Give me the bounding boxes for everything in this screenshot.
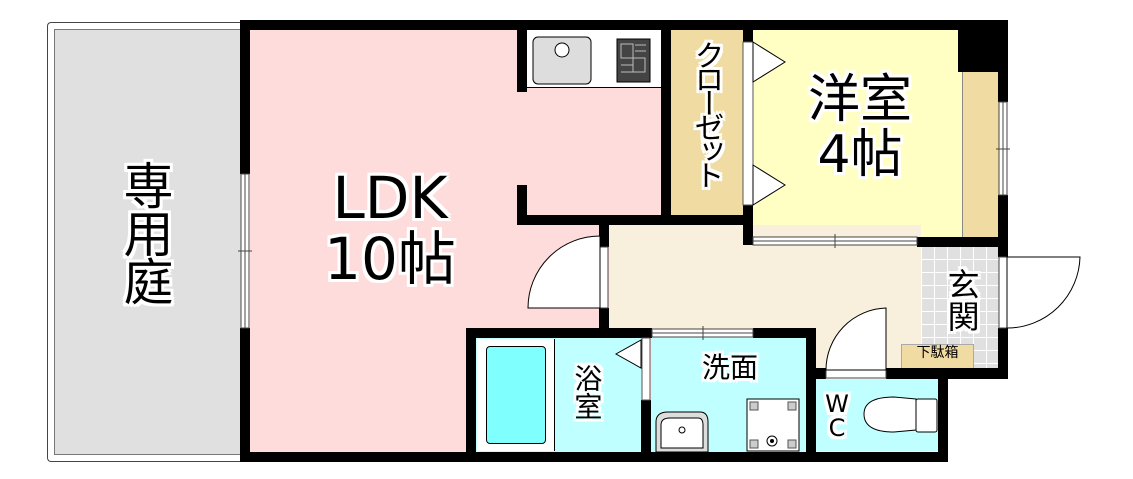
bathroom-folding-door [614, 337, 651, 401]
stove-icon [616, 38, 651, 83]
washbasin-icon [655, 411, 709, 453]
wall-wash-right [806, 328, 816, 462]
wall-right-mid [998, 195, 1008, 257]
western-window [996, 101, 1010, 196]
toilet-label-c: C [828, 414, 846, 442]
entrance-door [998, 256, 1081, 329]
ldk-door [527, 235, 609, 309]
bathroom-label: 浴室 [570, 364, 604, 420]
ldk-label-size: 10帖 [324, 224, 456, 293]
wall-closet-right-bottom [743, 205, 753, 245]
bathtub [486, 346, 546, 444]
wall-ldk-left-bottom [240, 328, 250, 462]
wall-closet-left [661, 20, 671, 225]
ldk-label-type: LDK [332, 164, 448, 232]
ldk-label: LDK 10帖 [300, 168, 480, 290]
wall-wash-top-right [753, 328, 816, 338]
wall-western-bottom [917, 237, 1008, 247]
ldk-window [238, 173, 252, 329]
shoe-box [901, 344, 974, 370]
wall-top [240, 20, 1008, 30]
wall-hall-left-top [599, 225, 609, 247]
wc-door [825, 307, 887, 379]
garden-room [54, 29, 244, 213]
wall-ldk-left-top [240, 20, 250, 174]
wall-bath-wash-divider [641, 400, 651, 462]
garden-outline-bottom [47, 215, 247, 462]
wall-bath-top [466, 328, 652, 338]
wall-kitchen-left-top [517, 20, 527, 92]
wall-wc-right [938, 368, 948, 462]
western-room-closet [962, 72, 999, 237]
shoe-box-label: 下駄箱 [916, 345, 959, 361]
wall-bottom [240, 452, 948, 462]
wall-kitchen-left-bottom [517, 185, 527, 225]
wall-wc-top [806, 368, 826, 379]
western-room [752, 30, 962, 237]
western-sliding-door [752, 234, 918, 248]
garden-label: 専用庭 [115, 160, 174, 304]
garden-outline [47, 22, 247, 221]
toilet-label-w: W [825, 390, 849, 418]
toilet-icon [863, 396, 938, 433]
closet-folding-doors [742, 41, 786, 206]
kitchen-sink-icon [532, 36, 592, 85]
washroom-label: 洗面 [701, 351, 758, 384]
wall-kitchen-bottom [517, 215, 752, 225]
western-room-label: 洋室 4帖 [790, 73, 930, 182]
western-room-label-size: 4帖 [817, 124, 903, 185]
toilet-label: W C [822, 392, 852, 440]
entrance-label: 玄関 [942, 268, 981, 332]
washing-machine-pan-icon [746, 398, 800, 452]
closet-label: クローゼット [688, 40, 724, 184]
wall-hall-left-bottom [599, 308, 609, 338]
wall-closet-right [743, 20, 753, 42]
wall-bath-left [466, 328, 476, 462]
garden-room-lower [54, 212, 244, 455]
wall-right-top [998, 20, 1008, 102]
closet-room [671, 30, 743, 216]
western-room-label-type: 洋室 [807, 70, 912, 130]
wall-right-bottom [998, 328, 1008, 378]
washroom-sliding-door [651, 326, 754, 340]
